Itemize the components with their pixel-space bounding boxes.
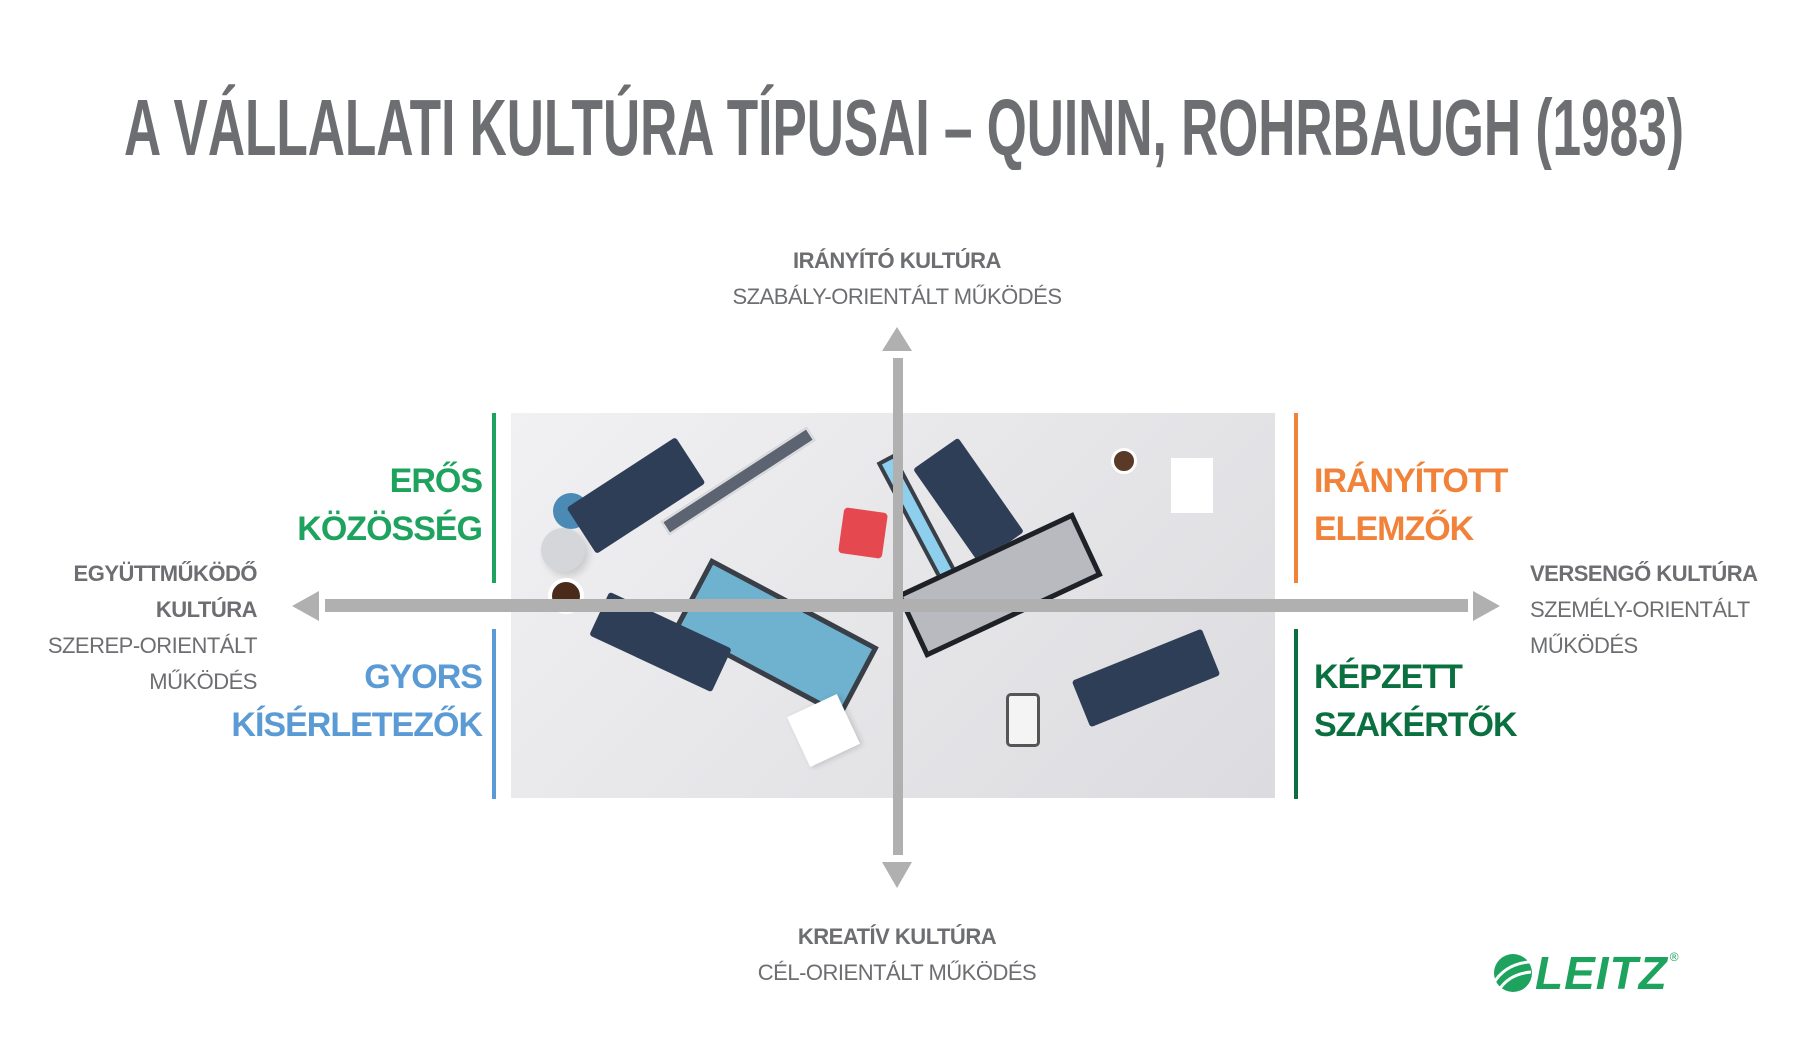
quadrant-bar-top-right [1294,413,1298,583]
quadrant-text: KÍSÉRLETEZŐK [231,706,483,744]
chart-document-icon [786,693,861,768]
axis-label-bottom: KREATÍV KULTÚRA CÉL-ORIENTÁLT MŰKÖDÉS [697,919,1097,991]
axis-title: KULTÚRA [155,597,258,622]
quadrant-label-bottom-right: KÉPZETT SZAKÉRTŐK [1314,653,1524,749]
quadrant-text: KÖZÖSSÉG [297,510,483,548]
arrow-down-icon [882,862,912,888]
leitz-logo: LEITZ ® [1489,947,1679,999]
quadrant-text: ELEMZŐK [1314,510,1474,548]
axis-label-top: IRÁNYÍTÓ KULTÚRA SZABÁLY-ORIENTÁLT MŰKÖD… [697,243,1097,315]
calendar-icon [838,507,888,559]
quadrant-text: IRÁNYÍTOTT [1314,462,1508,500]
axis-title: KREATÍV KULTÚRA [797,924,997,949]
leitz-swoosh-icon [1491,953,1532,992]
page-title: A VÁLLALATI KULTÚRA TÍPUSAI – QUINN, ROH… [124,83,1684,170]
horizontal-axis [325,599,1468,612]
paper-icon [1171,458,1213,513]
axis-title: VERSENGŐ KULTÚRA [1530,561,1758,586]
coffee-cup-icon [1111,448,1137,474]
axis-label-left: EGYÜTTMŰKÖDŐ KULTÚRA SZEREP-ORIENTÁLT MŰ… [0,556,258,700]
quadrant-bar-bottom-left [492,629,496,799]
axis-subtitle: MŰKÖDÉS [149,669,257,694]
arrow-left-icon [292,591,319,621]
quadrant-bar-bottom-right [1294,629,1298,799]
axis-subtitle: MŰKÖDÉS [1530,633,1638,658]
lamp-base-icon [541,528,585,572]
quadrant-text: SZAKÉRTŐK [1314,706,1518,744]
registered-mark: ® [1669,950,1679,964]
quadrant-label-bottom-left: GYORS KÍSÉRLETEZŐK [160,653,483,749]
axis-subtitle: SZABÁLY-ORIENTÁLT MŰKÖDÉS [732,284,1063,309]
arrow-right-icon [1473,591,1500,621]
axis-label-right: VERSENGŐ KULTÚRA SZEMÉLY-ORIENTÁLT MŰKÖD… [1530,556,1790,664]
axis-title: EGYÜTTMŰKÖDŐ [73,561,258,586]
logo-text: LEITZ [1535,946,1668,999]
quadrant-text: ERŐS [389,462,483,500]
quadrant-label-top-left: ERŐS KÖZÖSSÉG [160,457,483,553]
axis-subtitle: CÉL-ORIENTÁLT MŰKÖDÉS [757,960,1037,985]
keyboard-icon [566,437,706,554]
keyboard-icon [1071,628,1221,728]
phone-icon [1006,693,1040,747]
quadrant-label-top-right: IRÁNYÍTOTT ELEMZŐK [1314,457,1524,553]
axis-subtitle: SZEMÉLY-ORIENTÁLT [1530,597,1750,622]
quadrant-text: KÉPZETT [1314,658,1463,696]
axis-title: IRÁNYÍTÓ KULTÚRA [793,248,1001,273]
axis-subtitle: SZEREP-ORIENTÁLT [47,633,258,658]
page-title-text: A VÁLLALATI KULTÚRA TÍPUSAI – QUINN, ROH… [124,83,1684,170]
quadrant-bar-top-left [492,413,496,583]
quadrant-text: GYORS [364,658,483,696]
arrow-up-icon [882,327,912,351]
